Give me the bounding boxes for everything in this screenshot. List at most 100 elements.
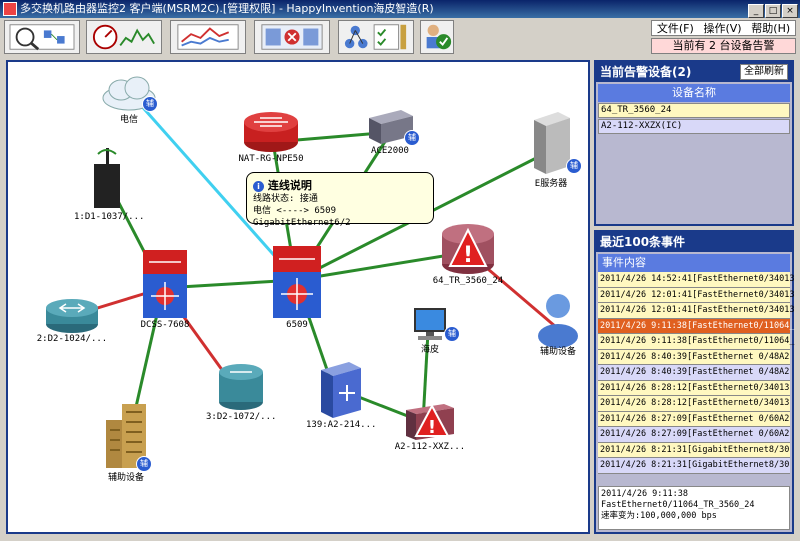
alarm-router-icon: ! xyxy=(442,224,494,274)
node-label: DCSS-7608 xyxy=(140,320,190,330)
event-row[interactable]: 2011/4/26 8:28:12[FastEthernet0/34013 xyxy=(598,380,790,396)
user-permission-icon xyxy=(426,24,452,50)
app-icon xyxy=(3,2,17,16)
user-icon xyxy=(538,294,578,348)
core-switch-icon xyxy=(143,250,187,318)
event-row[interactable]: 2011/4/26 12:01:41[FastEthernet0/34013 xyxy=(598,303,794,319)
report-icon xyxy=(177,24,239,50)
node-label: E服务器 xyxy=(534,179,568,189)
event-detail-speed: 速率变为:100,000,000 bps xyxy=(601,511,717,521)
window-title: 多交换机路由器监控2 客户端(MSRM2C).[管理权限] - HappyInv… xyxy=(20,2,434,15)
node-nat-router[interactable]: NAT-RG-NPE50 xyxy=(236,110,306,164)
node-label: 139:A2-214... xyxy=(306,420,377,430)
alarm-list-icon xyxy=(261,24,323,50)
menu-help[interactable]: 帮助(H) xyxy=(751,22,791,35)
computer-icon xyxy=(414,308,446,340)
node-label: ACE2000 xyxy=(371,146,409,156)
helper-badge: 辅 xyxy=(142,96,158,112)
link-telecom-core[interactable] xyxy=(136,101,298,281)
device-manage-button[interactable] xyxy=(338,20,414,54)
event-content-column[interactable]: 事件内容 xyxy=(598,254,790,272)
info-icon: i xyxy=(253,180,264,192)
node-label: 海皮 xyxy=(420,345,439,355)
event-row[interactable]: 2011/4/26 9:11:38[FastEthernet0/11064_ xyxy=(598,334,794,350)
node-label: 64_TR_3560_24 xyxy=(432,276,504,286)
helper-badge: 辅 xyxy=(404,130,420,146)
node-a2-alarm[interactable]: ! A2-112-XXZ... xyxy=(390,402,470,452)
node-label: NAT-RG-NPE50 xyxy=(238,154,304,164)
router-icon xyxy=(46,299,98,333)
tooltip-status: 线路状态: 接通 xyxy=(253,194,318,204)
link-tooltip: i 连线说明 线路状态: 接通 电信 <----> 6509 GigabitEt… xyxy=(246,172,434,228)
event-row[interactable]: 2011/4/26 8:27:09[FastEthernet 0/60A2 xyxy=(598,427,790,443)
node-telecom[interactable]: 电信 辅 xyxy=(94,74,164,125)
topology-canvas[interactable]: 电信 辅 NAT-RG-NPE50 ACE2000 辅 E服务器 辅 xyxy=(6,60,590,534)
router-icon xyxy=(219,364,263,410)
event-panel-header: 最近100条事件 xyxy=(596,232,792,252)
firewall-router-icon xyxy=(244,112,298,152)
core-switch-icon xyxy=(273,246,321,318)
node-dcss-7608[interactable]: DCSS-7608 xyxy=(130,248,200,330)
network-checklist-icon xyxy=(344,24,407,50)
tooltip-link: 电信 <----> 6509 GigabitEthernet6/2 xyxy=(253,206,351,228)
event-row[interactable]: 2011/4/26 14:52:41[FastEthernet0/34013 xyxy=(598,272,794,288)
tooltip-title: i 连线说明 xyxy=(253,177,427,193)
event-row[interactable]: 2011/4/26 8:28:12[FastEthernet0/34013 xyxy=(598,396,790,412)
menubar: 文件(F) 操作(V) 帮助(H) xyxy=(651,20,796,36)
permissions-button[interactable] xyxy=(420,20,454,54)
event-row[interactable]: 2011/4/26 8:40:39[FastEthernet 0/48A2 xyxy=(598,349,790,365)
server-tower-icon xyxy=(534,112,570,174)
alarm-device-row[interactable]: 64_TR_3560_24 xyxy=(598,103,790,118)
menu-panel: 文件(F) 操作(V) 帮助(H) 当前有 2 台设备告警 xyxy=(651,20,796,56)
node-helper-person[interactable]: 辅助设备 xyxy=(528,292,588,357)
topology-view-button[interactable] xyxy=(4,20,80,54)
helper-badge: 辅 xyxy=(136,456,152,472)
svg-text:!: ! xyxy=(428,417,436,438)
refresh-all-button[interactable]: 全部刷新 xyxy=(740,64,788,80)
performance-monitor-button[interactable] xyxy=(86,20,162,54)
node-haipi[interactable]: 海皮 辅 xyxy=(400,306,460,355)
node-a2-switch[interactable]: 139:A2-214... xyxy=(306,360,376,430)
menu-operation[interactable]: 操作(V) xyxy=(703,22,742,35)
event-row[interactable]: 2011/4/26 8:27:09[FastEthernet 0/60A2 xyxy=(598,411,790,427)
gauge-icon xyxy=(92,24,155,50)
event-panel: 最近100条事件 事件内容 2011/4/26 14:52:41[FastEth… xyxy=(594,230,794,534)
device-alarm-button[interactable] xyxy=(254,20,330,54)
traffic-report-button[interactable] xyxy=(170,20,246,54)
toolbar: 文件(F) 操作(V) 帮助(H) 当前有 2 台设备告警 xyxy=(0,18,800,58)
node-tr-3560[interactable]: ! 64_TR_3560_24 xyxy=(428,222,508,286)
node-d1-wireless[interactable]: 1:D1-1037/... xyxy=(74,148,144,222)
window-titlebar: 多交换机路由器监控2 客户端(MSRM2C).[管理权限] - HappyInv… xyxy=(0,0,800,18)
event-row[interactable]: 2011/4/26 8:21:31[GigabitEthernet8/30 xyxy=(598,458,790,474)
node-label: 1:D1-1037/... xyxy=(74,212,145,222)
alarm-device-row[interactable]: A2-112-XXZX(IC) xyxy=(598,119,790,134)
close-button[interactable]: × xyxy=(782,4,798,18)
event-row[interactable]: 2011/4/26 8:40:39[FastEthernet 0/48A2 xyxy=(598,365,790,381)
node-helper-building[interactable]: 辅助设备 辅 xyxy=(94,400,158,483)
switch-icon xyxy=(321,362,361,418)
link-haipi-a2alarm[interactable] xyxy=(421,331,430,423)
minimize-button[interactable]: _ xyxy=(748,4,764,18)
helper-badge: 辅 xyxy=(444,326,460,342)
event-row[interactable]: 2011/4/26 12:01:41[FastEthernet0/34013 xyxy=(598,287,794,303)
node-e-server[interactable]: E服务器 辅 xyxy=(516,110,586,189)
node-label: 3:D2-1072/... xyxy=(206,412,277,422)
node-d3-router[interactable]: 3:D2-1072/... xyxy=(206,362,276,422)
node-ace2000[interactable]: ACE2000 辅 xyxy=(360,104,420,156)
event-row[interactable]: 2011/4/26 9:11:38[FastEthernet0/11064_ xyxy=(598,318,794,334)
wireless-ap-icon xyxy=(94,148,120,208)
alarm-panel-header: 当前告警设备(2) 全部刷新 xyxy=(596,62,792,82)
building-icon xyxy=(106,404,146,468)
node-label: 辅助设备 xyxy=(539,347,576,357)
link-tr3560-core[interactable] xyxy=(295,250,469,282)
device-name-column[interactable]: 设备名称 xyxy=(598,84,790,102)
event-detail: 2011/4/26 9:11:38 FastEthernet0/11064_TR… xyxy=(598,486,790,530)
maximize-button[interactable]: □ xyxy=(765,4,781,18)
menu-file[interactable]: 文件(F) xyxy=(656,22,694,35)
event-row[interactable]: 2011/4/26 8:21:31[GigabitEthernet8/30 xyxy=(598,442,790,458)
node-core-6509[interactable]: 6509 xyxy=(262,244,332,330)
node-d2-router[interactable]: 2:D2-1024/... xyxy=(34,298,110,344)
node-label: 2:D2-1024/... xyxy=(36,334,108,344)
node-label: 6509 xyxy=(286,320,308,330)
